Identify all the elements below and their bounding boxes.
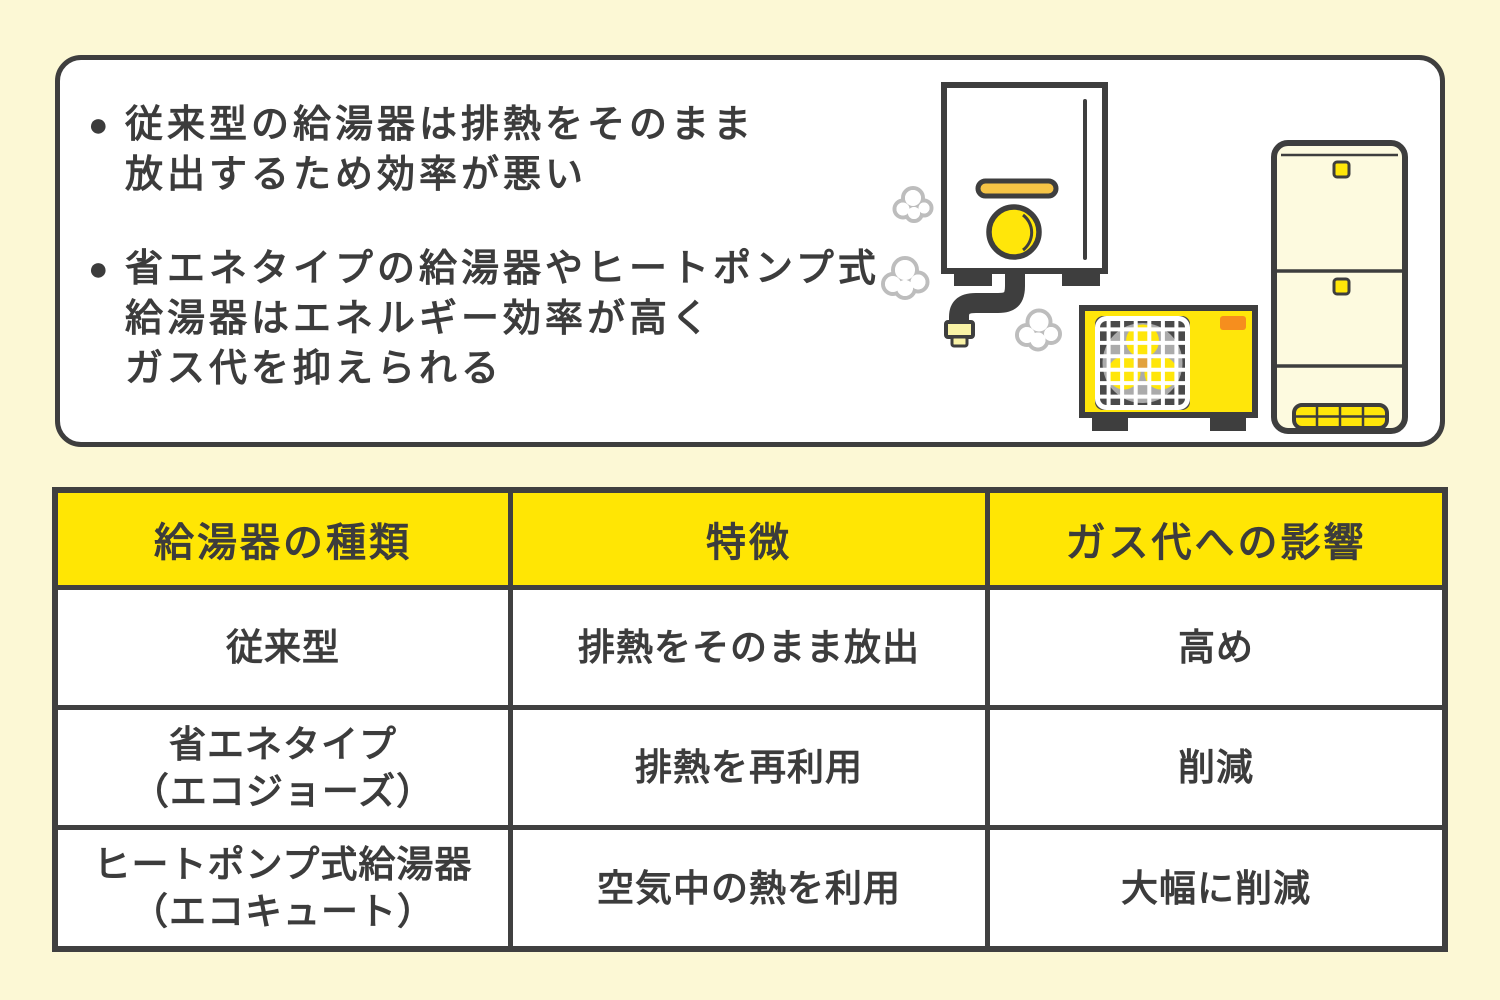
table-cell-feature: 空気中の熱を利用 — [513, 830, 990, 946]
bullet-point-conventional: ● 従来型の給湯器は排熱をそのまま 放出するため効率が悪い — [88, 100, 880, 200]
header-label: 給湯器の種類 — [154, 521, 412, 565]
table-cell-type: 従来型 — [58, 590, 513, 710]
bullet-line: 従来型の給湯器は排熱をそのまま — [125, 104, 756, 146]
column-header-feature: 特微 — [513, 493, 990, 590]
bullet-line: 省エネタイプの給湯器やヒートポンプ式 — [125, 248, 880, 290]
header-label: 特微 — [706, 521, 792, 565]
gas-water-heater-illustration — [941, 82, 1108, 348]
cell-line: 高め — [1178, 627, 1254, 668]
cell-line: 削減 — [1178, 747, 1254, 788]
cell-line: 空気中の熱を利用 — [597, 867, 901, 909]
table-cell-feature: 排熱を再利用 — [513, 710, 990, 830]
cell-line: 排熱をそのまま放出 — [578, 627, 920, 668]
table-cell-impact: 大幅に削減 — [990, 830, 1442, 946]
summary-card: ● 従来型の給湯器は排熱をそのまま 放出するため効率が悪い ● 省エネタイプの給… — [55, 55, 1445, 447]
bullet-line: ガス代を抑えられる — [125, 348, 504, 390]
column-header-gas-cost-impact: ガス代への影響 — [990, 493, 1442, 590]
bullet-point-energy-saving: ● 省エネタイプの給湯器やヒートポンプ式 給湯器はエネルギー効率が高く ガス代を… — [88, 244, 880, 394]
header-label: ガス代への影響 — [1065, 521, 1367, 565]
cell-line: 省エネタイプ — [169, 723, 397, 765]
bullet-text: 省エネタイプの給湯器やヒートポンプ式 給湯器はエネルギー効率が高く ガス代を抑え… — [125, 244, 880, 394]
cell-line: （エコキュート） — [131, 891, 435, 932]
bullet-line: 放出するため効率が悪い — [125, 154, 588, 196]
bullet-line: 給湯器はエネルギー効率が高く — [125, 298, 714, 340]
bullet-list: ● 従来型の給湯器は排熱をそのまま 放出するため効率が悪い ● 省エネタイプの給… — [88, 100, 880, 394]
fan-icon — [1095, 316, 1190, 410]
column-header-type: 給湯器の種類 — [58, 493, 513, 590]
table-cell-impact: 削減 — [990, 710, 1442, 830]
water-heater-illustrations — [881, 82, 1408, 434]
water-heater-comparison-table: 給湯器の種類 特微 ガス代への影響 従来型 排熱をそのまま放出 高め 省エネタイ… — [52, 487, 1448, 952]
bullet-marker-icon: ● — [88, 250, 113, 288]
heat-pump-unit-illustration — [1079, 305, 1258, 431]
storage-tank-illustration — [1271, 140, 1408, 434]
table-cell-type: ヒートポンプ式給湯器 （エコキュート） — [58, 830, 513, 946]
table-cell-type: 省エネタイプ （エコジョーズ） — [58, 710, 513, 830]
bullet-marker-icon: ● — [88, 106, 113, 144]
cell-line: （エコジョーズ） — [131, 770, 435, 812]
cell-line: ヒートポンプ式給湯器 — [93, 844, 473, 885]
cell-line: 大幅に削減 — [1121, 867, 1311, 909]
bullet-text: 従来型の給湯器は排熱をそのまま 放出するため効率が悪い — [125, 100, 755, 200]
table-cell-impact: 高め — [990, 590, 1442, 710]
cell-line: 排熱を再利用 — [635, 747, 863, 788]
table-cell-feature: 排熱をそのまま放出 — [513, 590, 990, 710]
cell-line: 従来型 — [226, 627, 340, 668]
